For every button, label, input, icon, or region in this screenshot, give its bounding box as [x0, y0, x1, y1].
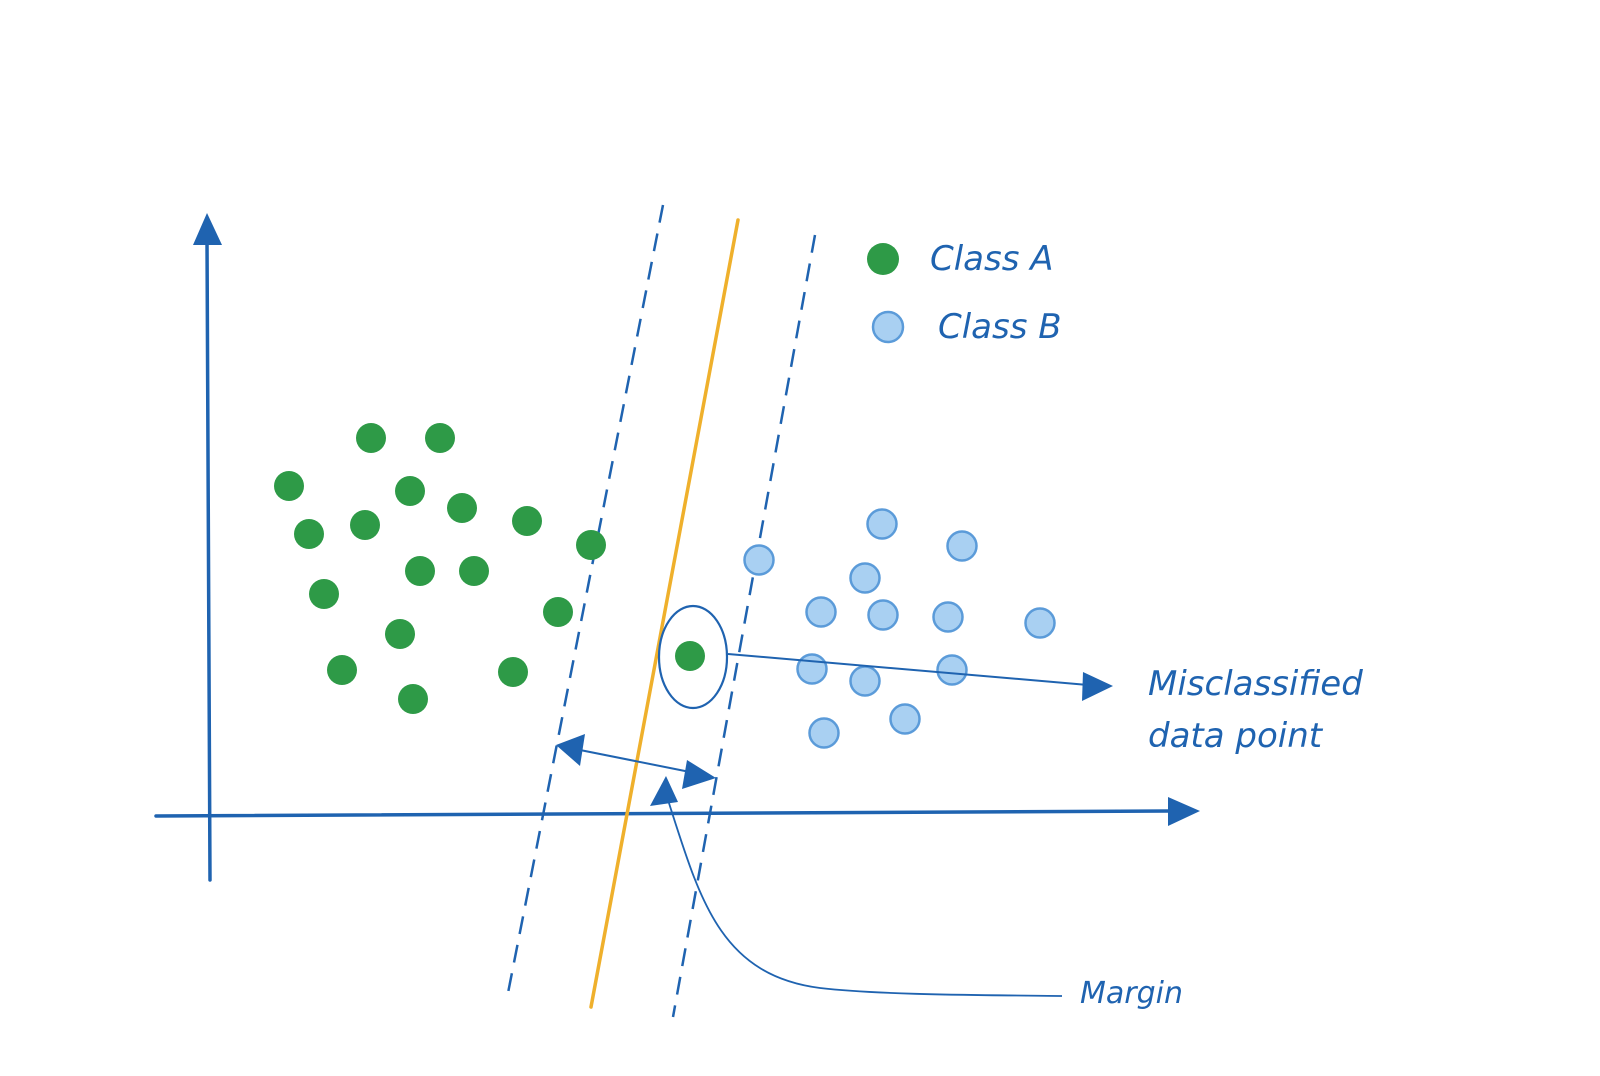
class-b-point: [866, 508, 898, 540]
x-axis-arrowhead: [1168, 797, 1200, 826]
class-a-point: [543, 597, 573, 627]
class-a-point: [395, 476, 425, 506]
margin-pointer-arrowhead: [650, 776, 678, 806]
y-axis: [205, 238, 212, 882]
margin-width-arrowhead-right: [682, 760, 716, 789]
class-b-point: [1024, 607, 1056, 639]
margin-width-arrowhead-left: [556, 734, 585, 766]
class-b-point: [867, 599, 899, 631]
class-a-point: [350, 510, 380, 540]
margin-width-arrow: [556, 734, 716, 789]
misclassified-label-line2: data point: [1148, 716, 1324, 756]
margin-width-line: [579, 749, 691, 773]
class-a-points: [274, 423, 606, 714]
class-a-point: [576, 530, 606, 560]
class-a-point: [294, 519, 324, 549]
class-a-point: [309, 579, 339, 609]
margin-pointer: [650, 776, 1063, 997]
class-a-point: [385, 619, 415, 649]
class-b-point: [889, 703, 921, 735]
misclassified-pointer-arrowhead: [1082, 672, 1113, 701]
class-a-point: [459, 556, 489, 586]
class-b-point: [808, 717, 840, 749]
x-axis: [154, 809, 1172, 818]
class-b-point: [932, 601, 964, 633]
legend-class-b-label: Class B: [938, 307, 1062, 347]
margin-label: Margin: [1080, 976, 1183, 1011]
class-b-point: [796, 653, 828, 685]
class-b-point: [849, 665, 881, 697]
legend-class-a-label: Class A: [930, 239, 1054, 279]
legend-class-b-swatch: [871, 310, 905, 344]
class-b-point: [946, 530, 978, 562]
class-a-point: [327, 655, 357, 685]
class-a-point: [425, 423, 455, 453]
misclassified-label-line1: Misclassified: [1148, 664, 1363, 704]
class-a-point: [512, 506, 542, 536]
class-a-point: [498, 657, 528, 687]
class-b-point: [743, 544, 775, 576]
annotation-labels: Misclassified data point Margin: [1080, 664, 1363, 1011]
misclassified-point: [675, 641, 705, 671]
legend-class-a-swatch: [867, 243, 899, 275]
class-a-point: [274, 471, 304, 501]
misclassified-pointer-line: [727, 653, 1089, 686]
hyperplane: [589, 218, 740, 1009]
class-b-point: [936, 654, 968, 686]
y-axis-arrowhead: [193, 213, 222, 245]
class-a-point: [447, 493, 477, 523]
legend: Class A Class B: [867, 239, 1062, 347]
decision-boundary: [506, 204, 817, 1018]
class-a-point: [398, 684, 428, 714]
margin-line-right: [671, 234, 817, 1018]
margin-line-left: [506, 204, 665, 994]
class-b-points: [743, 508, 1056, 749]
misclassified-highlight-ellipse: [657, 604, 729, 710]
misclassified-group: [657, 604, 1113, 710]
class-b-point: [805, 596, 837, 628]
class-a-point: [356, 423, 386, 453]
class-b-point: [849, 562, 881, 594]
axes: [154, 213, 1200, 882]
margin-pointer-curve: [667, 799, 1063, 997]
class-a-point: [405, 556, 435, 586]
